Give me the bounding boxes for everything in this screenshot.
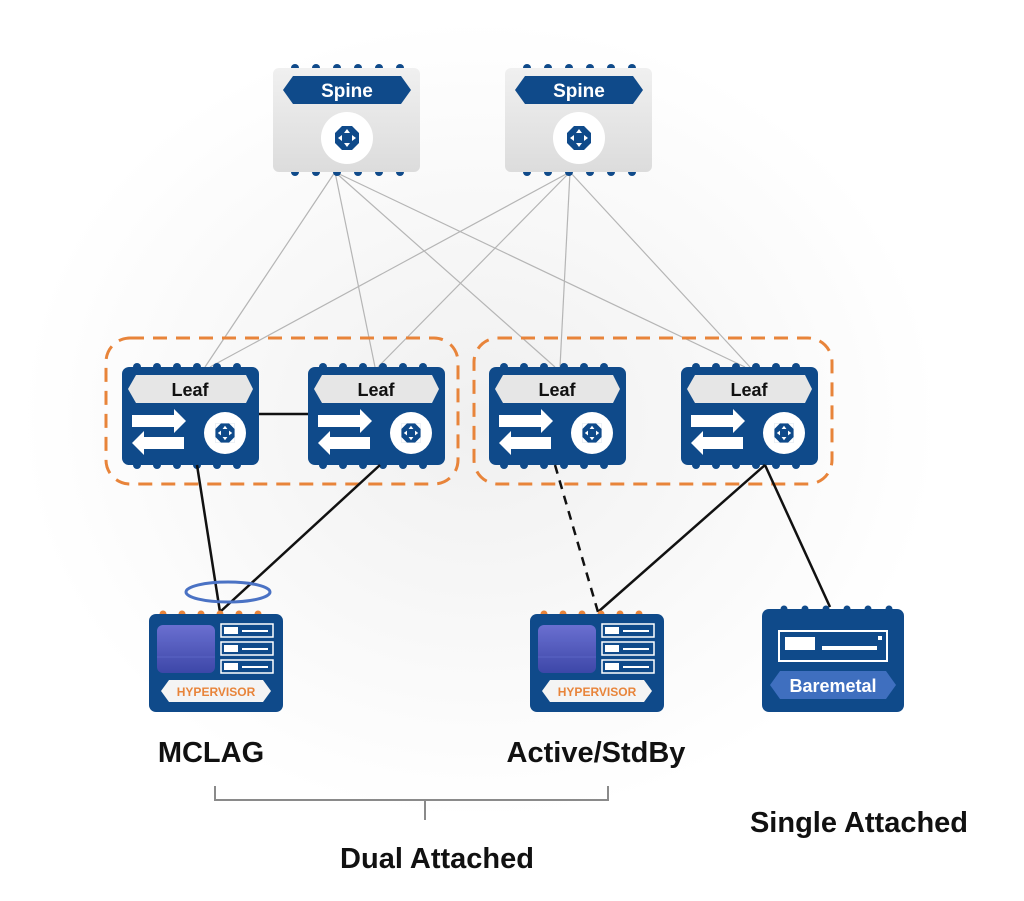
link-spine-2-leaf-3: [559, 171, 571, 368]
spine-switch-1[interactable]: Spine: [273, 64, 420, 176]
leaf-label: Leaf: [730, 380, 768, 400]
link-spine-1-leaf-3: [334, 171, 556, 368]
spine-label: Spine: [553, 81, 605, 102]
spine-label-banner: [283, 76, 411, 104]
hypervisor-server-active-standby[interactable]: HYPERVISOR: [530, 610, 664, 713]
leaf-label: Leaf: [538, 380, 576, 400]
link-spine-2-leaf-1: [209, 171, 571, 368]
link-spine-2-leaf-2: [377, 171, 571, 368]
link-leaf-4-server-active-standby: [597, 464, 766, 613]
arrow-left-icon: [691, 431, 743, 455]
fabric-switch-icon: [335, 126, 359, 150]
fabric-switch-icon: [582, 423, 602, 443]
hypervisor-server-mclag[interactable]: HYPERVISOR: [149, 610, 283, 713]
server-unit-icon: [778, 630, 888, 662]
arrow-left-icon: [499, 431, 551, 455]
fabric-switch-icon: [567, 126, 591, 150]
leaf-label: Leaf: [171, 380, 209, 400]
leaf-switch-3[interactable]: Leaf: [489, 363, 626, 469]
arrow-right-icon: [691, 409, 745, 433]
link-leaf-2-server-mclag: [219, 464, 381, 613]
leaf-switch-2[interactable]: Leaf: [308, 363, 445, 469]
links-layer: [204, 171, 751, 368]
group-label-single-attached: Single Attached: [750, 807, 968, 839]
arrow-right-icon: [499, 409, 553, 433]
leaf-switch-4[interactable]: Leaf: [681, 363, 818, 469]
fabric-switch-icon: [401, 423, 421, 443]
link-spine-1-leaf-4: [334, 171, 746, 368]
arrow-left-icon: [318, 431, 370, 455]
database-icon: [157, 625, 215, 673]
server-rack-icon: [601, 623, 655, 674]
leaf-switch-1[interactable]: Leaf: [122, 363, 259, 469]
arrow-right-icon: [318, 409, 372, 433]
link-leaf-4-server-baremetal: [763, 464, 832, 608]
link-leaf-1-server-mclag: [195, 464, 222, 613]
group-label-dual-attached: Dual Attached: [340, 843, 534, 875]
lag-bundle-ring: [184, 580, 272, 604]
leaf-group-outline-mclag: [104, 336, 460, 486]
link-spine-1-leaf-1: [204, 171, 336, 368]
link-spine-1-leaf-2: [334, 171, 376, 368]
baremetal-tag: Baremetal: [789, 676, 876, 696]
hypervisor-tag: HYPERVISOR: [558, 685, 637, 699]
spine-label: Spine: [321, 81, 373, 102]
link-spine-2-leaf-4: [569, 171, 751, 368]
fabric-switch-icon: [215, 423, 235, 443]
spine-switch-2[interactable]: Spine: [505, 64, 652, 176]
server-links-layer: [195, 412, 832, 613]
server-rack-icon: [220, 623, 274, 674]
database-icon: [538, 625, 596, 673]
leaf-label: Leaf: [357, 380, 395, 400]
caption-mclag: MCLAG: [158, 737, 264, 769]
arrow-right-icon: [132, 409, 186, 433]
arrow-left-icon: [132, 431, 184, 455]
fabric-switch-icon: [774, 423, 794, 443]
hypervisor-tag: HYPERVISOR: [177, 685, 256, 699]
baremetal-server[interactable]: Baremetal: [762, 605, 904, 713]
leaf-group-outline-right: [472, 336, 834, 486]
spine-label-banner: [515, 76, 643, 104]
caption-active-standby: Active/StdBy: [507, 737, 686, 769]
dual-attached-bracket: [214, 786, 609, 820]
